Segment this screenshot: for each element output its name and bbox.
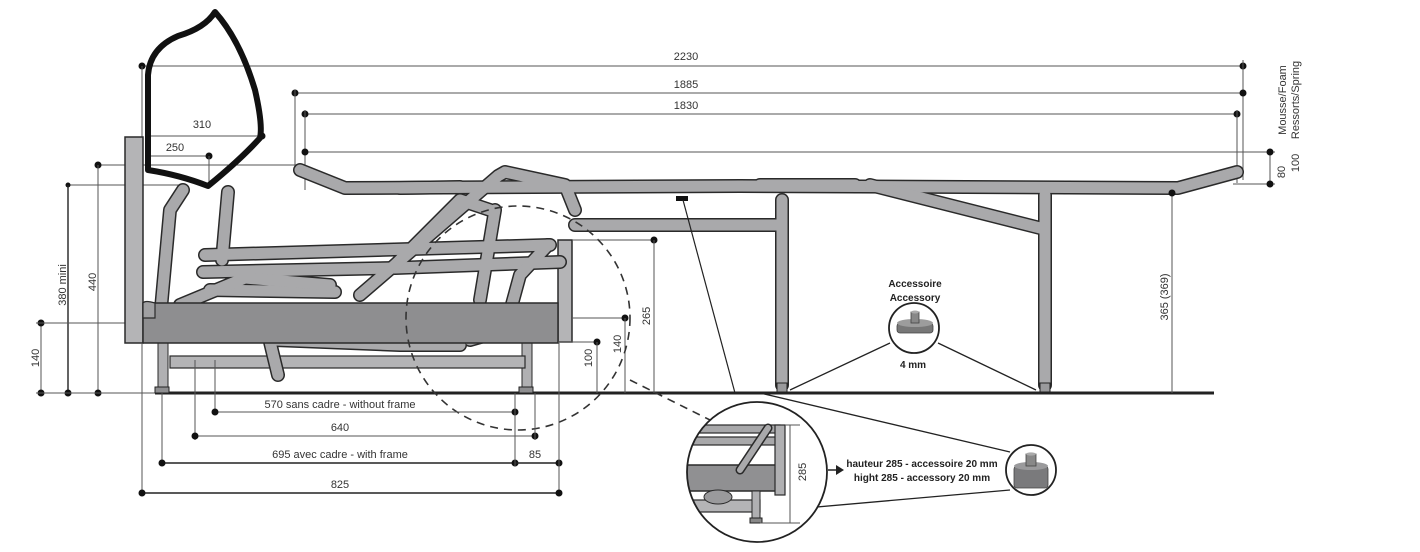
detail-circle — [686, 401, 828, 543]
label-570: 570 sans cadre - without frame — [264, 399, 415, 411]
accessory-title-en: Accessory — [890, 293, 941, 304]
label-265: 265 — [641, 307, 653, 325]
label-285: 285 — [797, 463, 809, 481]
label-140-front: 140 — [612, 335, 624, 353]
mechanism-tubes — [153, 163, 1244, 392]
label-2230: 2230 — [674, 51, 698, 63]
left-height-dims — [36, 165, 160, 397]
label-365: 365 (369) — [1159, 273, 1171, 320]
label-440: 440 — [87, 273, 99, 291]
accessory-foot-icon — [896, 310, 934, 334]
accessory-callout — [789, 302, 1037, 391]
accessory-size: 4 mm — [900, 360, 926, 371]
label-spring: Ressorts/Spring — [1290, 61, 1302, 139]
back-panel — [124, 136, 144, 344]
detail-note-fr: hauteur 285 - accessoire 20 mm — [846, 459, 997, 470]
label-310: 310 — [193, 119, 211, 131]
detail-magnifier — [686, 392, 1057, 543]
accessory-foot-icon — [1013, 452, 1049, 489]
bottom-dimension-lines — [138, 343, 563, 497]
label-100: 100 — [583, 349, 595, 367]
sofa-frame — [124, 136, 1244, 394]
label-100: 100 — [1290, 154, 1302, 172]
label-825: 825 — [331, 479, 349, 491]
seat-box — [142, 302, 559, 344]
arrow-right-icon — [836, 465, 844, 475]
backrest-cushion — [145, 9, 264, 189]
detail-highlight-circle — [405, 205, 631, 431]
detail-note-en: hight 285 - accessory 20 mm — [854, 473, 990, 484]
accessory-title-fr: Accessoire — [888, 279, 942, 290]
label-85: 85 — [529, 449, 541, 461]
label-foam: Mousse/Foam — [1277, 65, 1289, 135]
label-80: 80 — [1276, 166, 1288, 178]
label-1885: 1885 — [674, 79, 698, 91]
label-695: 695 avec cadre - with frame — [272, 449, 408, 461]
label-640: 640 — [331, 422, 349, 434]
label-140-left: 140 — [30, 349, 42, 367]
front-height-dims — [558, 236, 658, 393]
label-380-mini: 380 mini — [57, 264, 69, 306]
label-250: 250 — [166, 142, 184, 154]
top-dimension-lines — [65, 60, 1275, 190]
label-1830: 1830 — [674, 100, 698, 112]
